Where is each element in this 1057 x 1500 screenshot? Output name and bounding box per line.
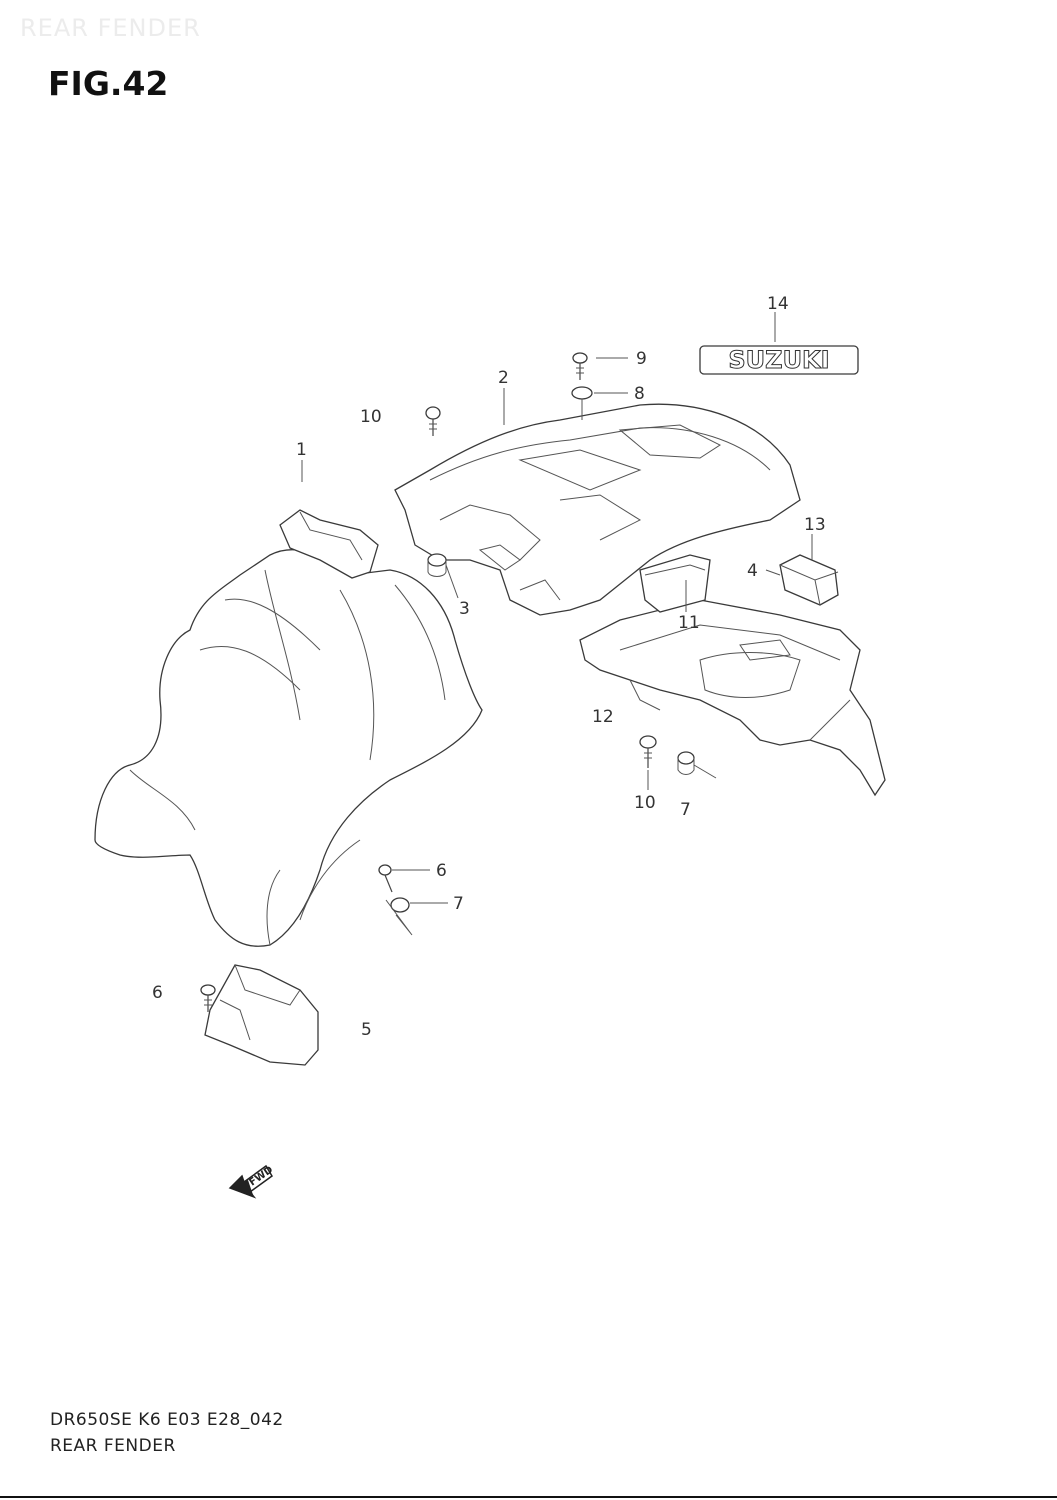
suzuki-emblem-part: SUZUKI	[699, 345, 859, 375]
callout-6-left: 6	[152, 983, 163, 1003]
mud-flap-part	[204, 964, 319, 1066]
callout-6-center: 6	[436, 861, 447, 881]
callout-13: 13	[804, 515, 826, 535]
figure-label: FIG.42	[48, 64, 169, 103]
leader-lines	[301, 312, 813, 904]
callout-12: 12	[592, 707, 614, 727]
forward-direction-arrow: FWD	[228, 1164, 275, 1199]
washer-8-part	[571, 386, 593, 420]
callout-10-upper: 10	[360, 407, 382, 427]
callout-1: 1	[296, 440, 307, 460]
cushion-block-part	[779, 554, 839, 606]
callout-7-right: 7	[680, 800, 691, 820]
callout-2: 2	[498, 368, 509, 388]
bolt-10-lower-part	[639, 735, 657, 768]
callout-4: 4	[747, 561, 758, 581]
callout-14: 14	[767, 294, 789, 314]
screw-6-center-part	[378, 864, 393, 893]
callout-3: 3	[459, 599, 470, 619]
callout-5: 5	[361, 1020, 372, 1040]
nut-7-right-part	[677, 751, 695, 775]
section-name: REAR FENDER	[50, 1436, 176, 1456]
callout-7-center: 7	[453, 894, 464, 914]
callout-9: 9	[636, 349, 647, 369]
callout-numbers: 1 2 3 4 5 6 6 7 7 8 9 10 10 11 12 13 14	[152, 294, 826, 1040]
watermark-title: REAR FENDER	[20, 14, 201, 42]
bolt-9-part	[572, 352, 588, 380]
rear-carrier-part	[394, 403, 801, 616]
model-code: DR650SE K6 E03 E28_042	[50, 1410, 284, 1430]
bolt-10-upper-part	[425, 406, 441, 436]
rear-fender-bracket-part	[579, 599, 886, 797]
callout-8: 8	[634, 384, 645, 404]
spacer-part	[639, 554, 711, 613]
nut-7-center-part	[385, 897, 413, 936]
callout-10-lower: 10	[634, 793, 656, 813]
emblem-text: SUZUKI	[728, 346, 829, 374]
collar-3-part	[427, 553, 447, 577]
screw-6-left-part	[200, 984, 216, 1012]
callout-11: 11	[678, 613, 700, 633]
bottom-border	[0, 1496, 1057, 1498]
rear-fender-part	[94, 509, 483, 947]
